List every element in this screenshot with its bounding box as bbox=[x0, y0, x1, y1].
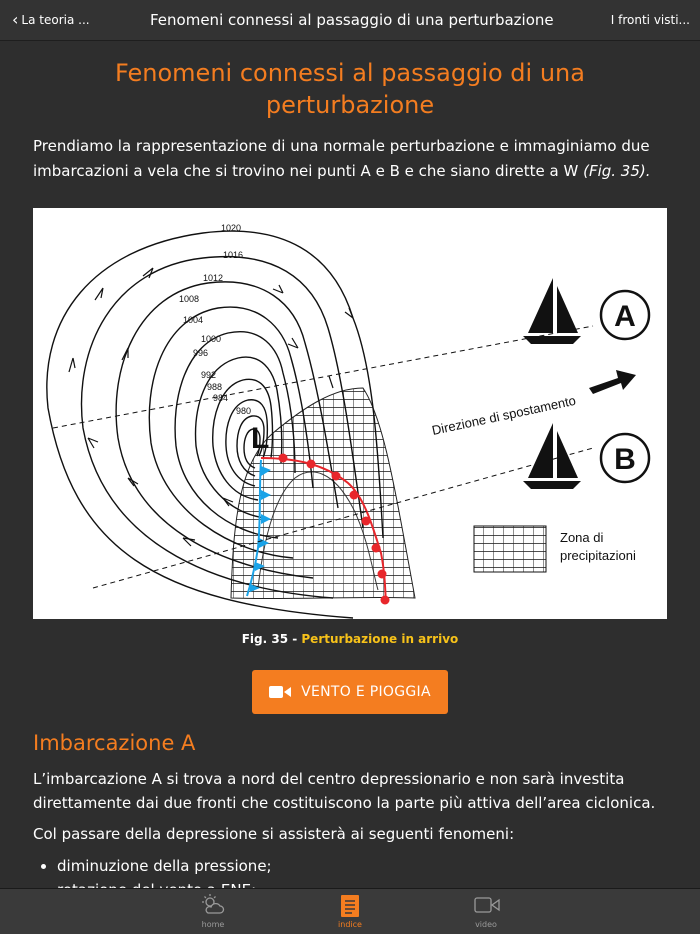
document-icon bbox=[341, 895, 359, 917]
isobar-label: 1012 bbox=[203, 273, 223, 283]
precipitation-legend: Zona di precipitazioni bbox=[473, 525, 636, 573]
sailboat-a-icon bbox=[523, 278, 581, 344]
tab-indice-label: indice bbox=[338, 920, 362, 929]
tab-indice[interactable]: indice bbox=[310, 889, 390, 934]
intro-figure-ref: (Fig. 35). bbox=[583, 162, 651, 180]
tab-video-label: video bbox=[475, 920, 497, 929]
video-camera-icon bbox=[269, 686, 292, 698]
point-a-label: A bbox=[614, 300, 636, 333]
list-item: diminuzione della pressione; bbox=[57, 854, 272, 878]
low-pressure-label: L bbox=[251, 422, 269, 455]
figure-caption: Fig. 35 - Perturbazione in arrivo bbox=[0, 632, 700, 646]
caption-prefix: Fig. 35 - bbox=[241, 632, 302, 646]
nav-title: Fenomeni connessi al passaggio di una pe… bbox=[150, 11, 554, 29]
phenomena-list: diminuzione della pressione; rotazione d… bbox=[33, 854, 272, 888]
track-lines bbox=[52, 325, 594, 589]
isobar-labels: 1020 1016 1012 1008 1004 1000 996 992 98… bbox=[179, 223, 251, 416]
direction-label: Direzione di spostamento bbox=[431, 393, 578, 438]
intro-text: Prendiamo la rappresentazione di una nor… bbox=[33, 137, 650, 180]
point-b-label: B bbox=[614, 443, 636, 476]
bottom-tab-bar: home indice video bbox=[0, 888, 700, 934]
point-a-marker: A bbox=[599, 289, 651, 341]
figure-35-image: 1020 1016 1012 1008 1004 1000 996 992 98… bbox=[33, 208, 667, 619]
back-label: La teoria ... bbox=[21, 13, 90, 27]
perturbation-diagram: 1020 1016 1012 1008 1004 1000 996 992 98… bbox=[46, 223, 651, 619]
tab-home-label: home bbox=[201, 920, 225, 929]
list-item: rotazione del vento a ENE; bbox=[57, 878, 272, 888]
video-button-label: VENTO E PIOGGIA bbox=[301, 684, 431, 700]
section-paragraph-1: L’imbarcazione A si trova a nord del cen… bbox=[33, 770, 656, 812]
video-button[interactable]: VENTO E PIOGGIA bbox=[252, 670, 448, 714]
isobar-label: 984 bbox=[213, 393, 228, 403]
isobar-label: 1004 bbox=[183, 315, 203, 325]
top-nav-bar: ‹ La teoria ... Fenomeni connessi al pas… bbox=[0, 0, 700, 41]
isobar-label: 1020 bbox=[221, 223, 241, 233]
sailboat-b-icon bbox=[523, 423, 581, 489]
back-button[interactable]: ‹ La teoria ... bbox=[12, 0, 90, 40]
legend-label-2: precipitazioni bbox=[560, 548, 636, 563]
tab-video[interactable]: video bbox=[446, 889, 526, 934]
isobar-label: 980 bbox=[236, 406, 251, 416]
isobar-label: 1016 bbox=[223, 250, 243, 260]
legend-label-1: Zona di bbox=[560, 530, 603, 545]
section-paragraph-2: Col passare della depressione si assiste… bbox=[33, 825, 515, 843]
point-b-marker: B bbox=[599, 432, 651, 484]
weather-icon bbox=[202, 894, 225, 914]
video-camera-icon bbox=[474, 897, 500, 913]
page-content[interactable]: Fenomeni connessi al passaggio di una pe… bbox=[0, 41, 700, 888]
intro-paragraph: Prendiamo la rappresentazione di una nor… bbox=[33, 134, 673, 184]
section-heading: Imbarcazione A bbox=[33, 731, 196, 755]
page-title: Fenomeni connessi al passaggio di una pe… bbox=[115, 59, 585, 119]
chevron-left-icon: ‹ bbox=[12, 10, 19, 29]
tab-home[interactable]: home bbox=[173, 889, 253, 934]
isobar-label: 996 bbox=[193, 348, 208, 358]
direction-arrow-icon bbox=[589, 370, 636, 394]
isobar-label: 1000 bbox=[201, 334, 221, 344]
precipitation-zone bbox=[230, 387, 416, 600]
isobar-label: 992 bbox=[201, 370, 216, 380]
isobar-label: 1008 bbox=[179, 294, 199, 304]
caption-title: Perturbazione in arrivo bbox=[301, 632, 459, 646]
isobar-label: 988 bbox=[207, 382, 222, 392]
wind-arrows bbox=[68, 267, 354, 547]
next-button[interactable]: I fronti visti... bbox=[610, 13, 690, 27]
warm-front bbox=[260, 453, 390, 605]
